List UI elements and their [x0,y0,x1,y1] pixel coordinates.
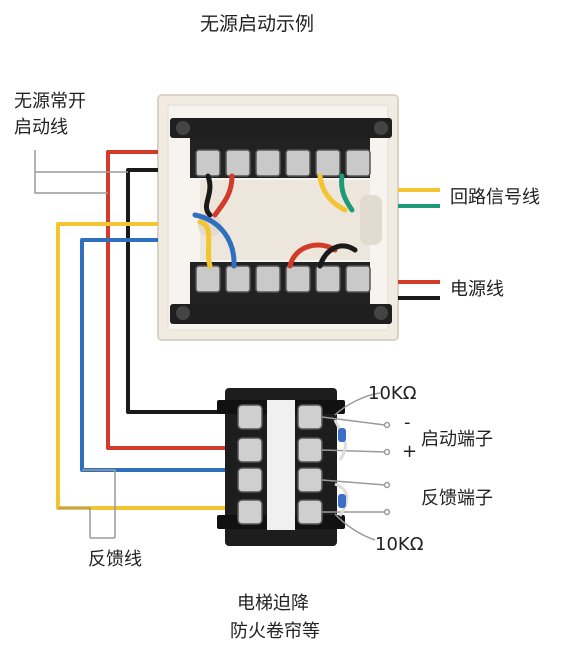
device-label-line-2: 防火卷帘等 [230,621,320,642]
loop-signal-label: 回路信号线 [450,187,540,208]
passive-no-start-line-label-1: 无源常开 [14,91,86,112]
relay-screws-left [237,404,263,525]
resistor-top [333,419,347,461]
resistor-top-label: 10KΩ [368,383,417,404]
resistor-bottom [334,482,349,517]
start-terminal-label: 启动端子 [421,429,493,450]
feedback-line-label: 反馈线 [88,549,142,570]
power-line-label: 电源线 [450,279,504,300]
feedback-terminal-label: 反馈端子 [421,488,493,509]
minus-sign: - [404,412,411,433]
top-screws [195,149,371,177]
plus-sign: + [402,441,418,462]
diagram-title: 无源启动示例 [200,13,315,35]
device-label-line-1: 电梯迫降 [237,593,309,614]
leader-lines [34,150,128,539]
relay-module [217,388,345,546]
external-wires [56,150,236,510]
passive-no-start-line-label-2: 启动线 [14,117,68,138]
resistor-bottom-label: 10KΩ [375,534,424,555]
loop-signal-wires [398,188,440,208]
relay-screws-right [297,404,323,525]
module-internal-wires [192,173,358,269]
terminal-leads [321,392,391,541]
power-wires [398,280,440,300]
